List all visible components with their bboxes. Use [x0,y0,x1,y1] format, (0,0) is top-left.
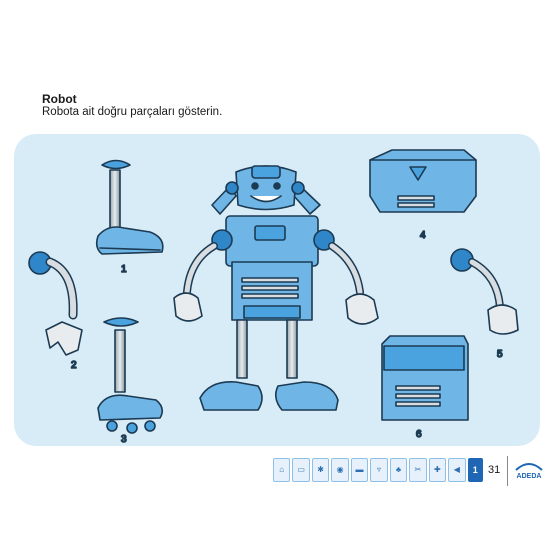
page-title: Robot [42,92,77,106]
part-1-leg-shoe[interactable] [95,159,164,255]
page-number: 31 [488,464,501,476]
leaf-icon[interactable]: ♣ [389,458,408,482]
part-4-head-box[interactable] [369,149,477,213]
part-number: 1 [121,264,127,275]
level-badge: 1 [467,458,483,482]
logo-text: ADEDA [517,473,542,480]
part-number: 5 [497,349,503,360]
speaker-icon[interactable]: ◀ [448,458,466,482]
plus-icon[interactable]: ✚ [428,458,447,482]
publisher-logo: ADEDA [515,463,543,480]
instruction-text: Robota ait doğru parçaları gösterin. [42,106,223,118]
part-5-arm-hand[interactable] [450,248,519,335]
part-2-arm-clamp[interactable] [28,251,83,356]
eye-icon[interactable]: ◉ [331,458,349,482]
robot-main [173,165,379,411]
toolbar: ⌂ ▭ ✱ ◉ ▬ ▿ ♣ ✂ ✚ ◀ 1 [273,458,483,482]
divider [507,456,508,486]
part-number: 3 [121,434,127,445]
book-icon[interactable]: ▭ [292,458,310,482]
part-3-leg-wheels[interactable] [97,317,164,434]
ruler-icon[interactable]: ▬ [350,458,369,482]
part-number: 2 [71,360,77,371]
home-icon[interactable]: ⌂ [273,458,291,482]
scissors-icon[interactable]: ✂ [409,458,427,482]
cup-icon[interactable]: ▿ [370,458,388,482]
part-number: 6 [416,429,422,440]
star-icon[interactable]: ✱ [311,458,330,482]
part-number: 4 [420,230,426,241]
part-6-body-box[interactable] [381,335,469,421]
